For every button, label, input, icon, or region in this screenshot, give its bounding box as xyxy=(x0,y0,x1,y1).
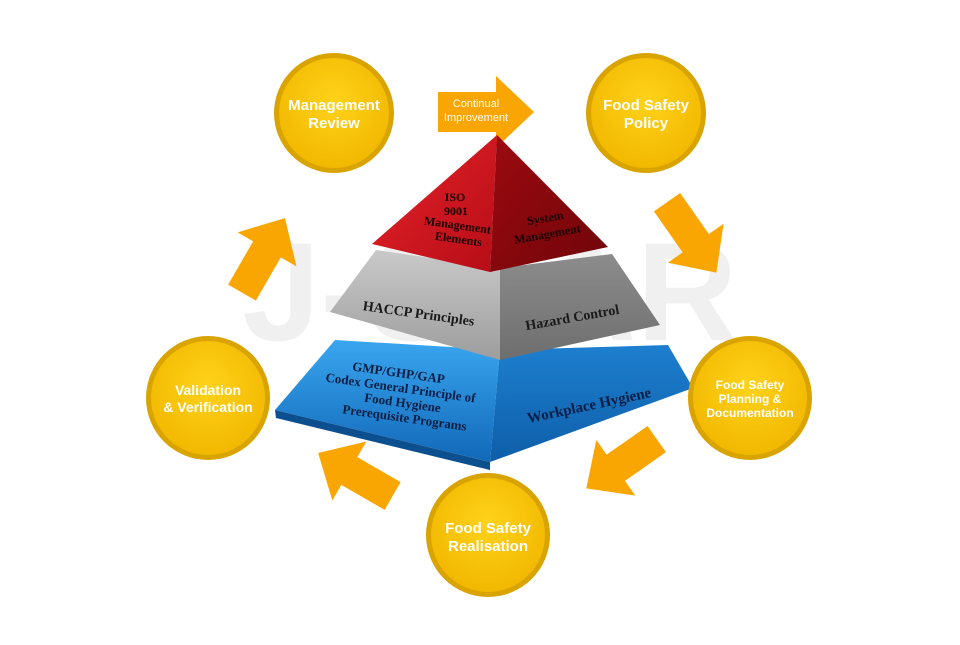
pyramid-tier-middle: HACCP Principles Hazard Control xyxy=(330,250,660,360)
top-right-line1: System xyxy=(526,208,565,228)
planning-documentation-line3: Documentation xyxy=(706,406,793,420)
pyramid: GMP/GHP/GAP Codex General Principle of F… xyxy=(275,135,693,470)
bottom-left-text: GMP/GHP/GAP Codex General Principle of F… xyxy=(325,359,478,434)
circle-management-review: Management Review xyxy=(274,53,394,173)
top-left-line1: ISO xyxy=(445,190,466,204)
continual-improvement-arrow: Continual Improvement xyxy=(438,76,534,148)
arrow-validation-to-review xyxy=(228,218,297,301)
pyramid-tier-top: ISO 9001 Management Elements System Mana… xyxy=(372,135,608,272)
planning-documentation-line1: Food Safety xyxy=(716,378,785,392)
management-review-line2: Review xyxy=(308,115,360,132)
circle-planning-documentation: Food Safety Planning & Documentation xyxy=(688,336,812,460)
arrow-realisation-to-validation xyxy=(318,441,401,510)
circle-validation-verification: Validation & Verification xyxy=(146,336,270,460)
validation-verification-line2: & Verification xyxy=(163,399,252,415)
arrow-planning-to-realisation xyxy=(586,425,666,496)
top-left-line2: 9001 xyxy=(444,204,468,218)
planning-documentation-line2: Planning & xyxy=(719,392,782,406)
arrow-policy-to-planning xyxy=(653,193,724,273)
continual-improvement-line1: Continual xyxy=(453,98,499,110)
food-safety-policy-line2: Policy xyxy=(624,115,669,132)
management-review-line1: Management xyxy=(288,97,380,114)
circle-food-safety-policy: Food Safety Policy xyxy=(586,53,706,173)
realisation-line1: Food Safety xyxy=(445,520,531,537)
cycle-arrows: Continual Improvement xyxy=(228,76,724,510)
validation-verification-line1: Validation xyxy=(175,382,241,398)
realisation-line2: Realisation xyxy=(448,538,528,555)
continual-improvement-line2: Improvement xyxy=(444,112,508,124)
top-left-line4: Elements xyxy=(434,229,483,249)
circle-food-safety-realisation: Food Safety Realisation xyxy=(426,473,550,597)
food-safety-policy-line1: Food Safety xyxy=(603,97,689,114)
